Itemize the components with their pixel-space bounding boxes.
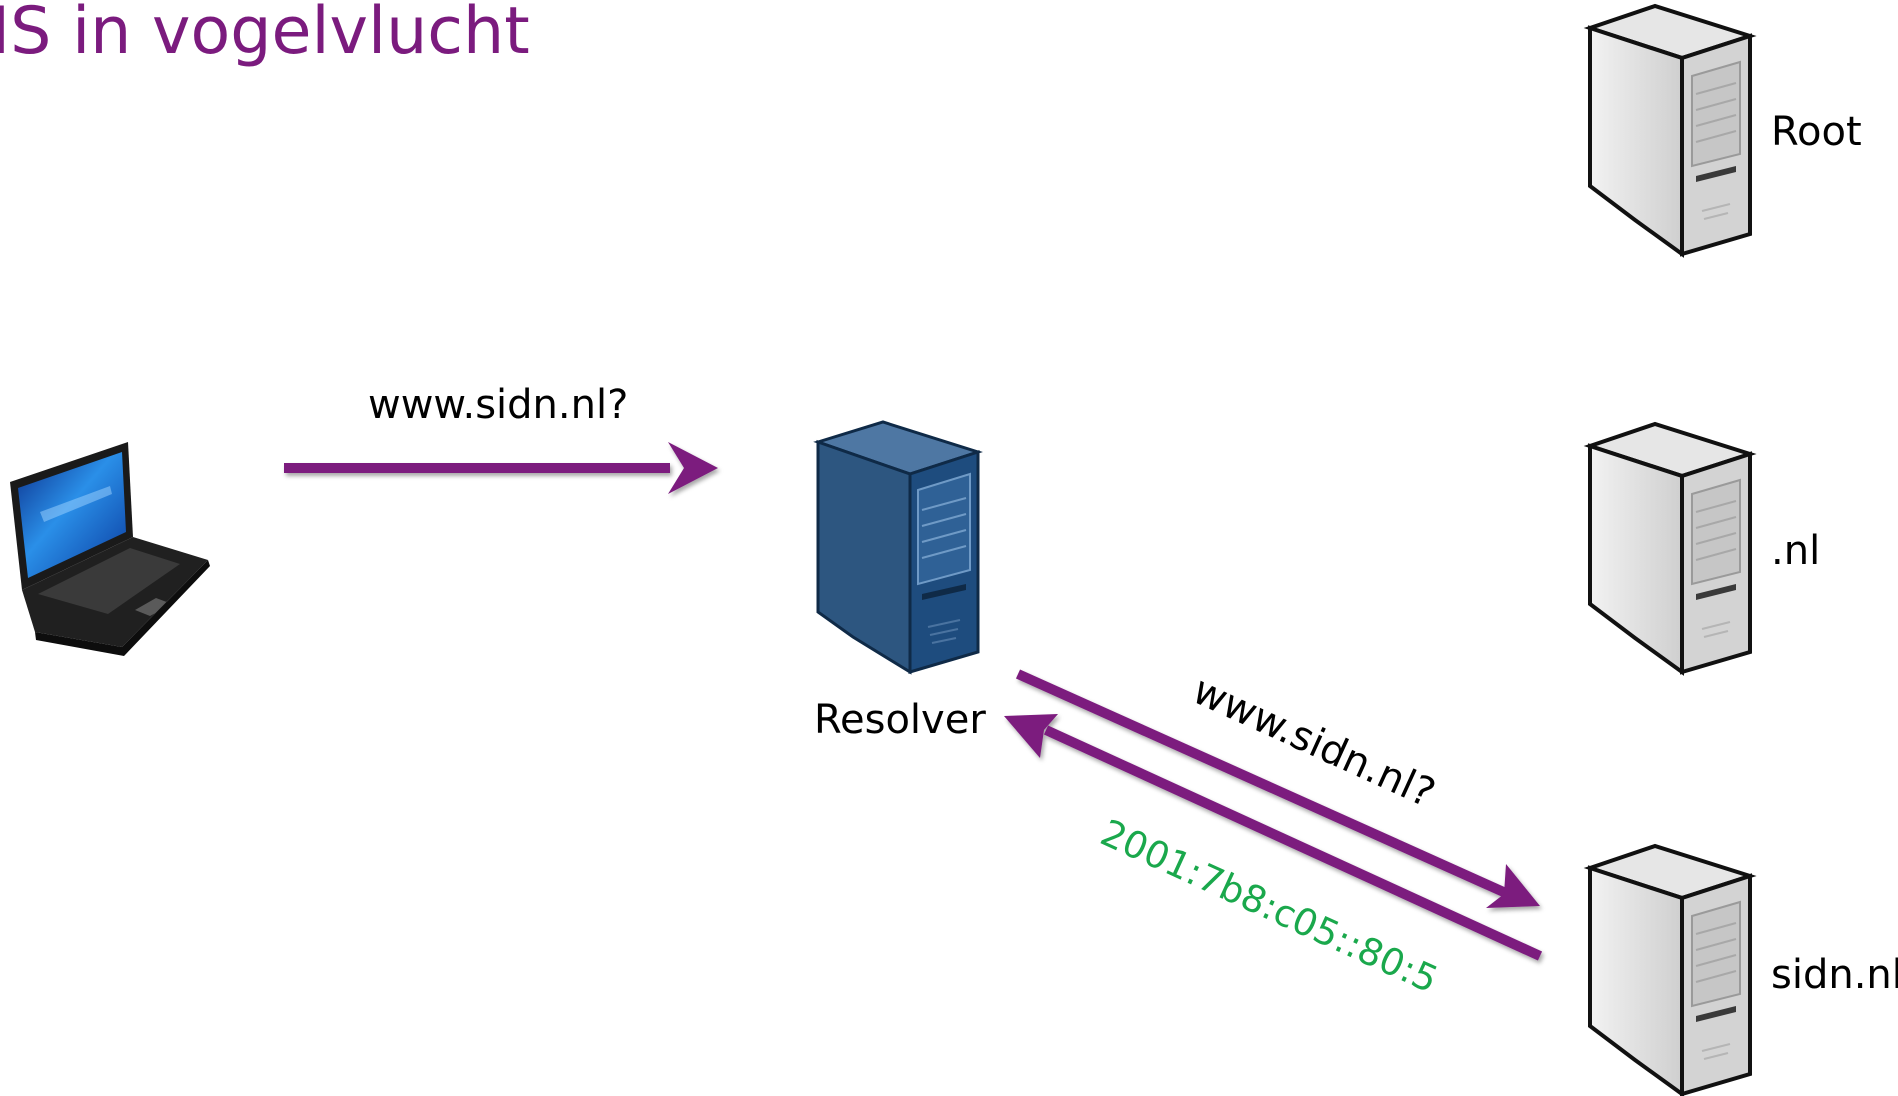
root-server-icon: [1583, 3, 1757, 258]
resolver-label: Resolver: [814, 697, 986, 743]
nl-label: .nl: [1771, 528, 1820, 574]
resolver-server-icon: [813, 420, 983, 675]
answer-arrow: [1004, 714, 1543, 961]
client-query-arrow: [284, 442, 718, 494]
root-label: Root: [1771, 109, 1862, 155]
client-query-label: www.sidn.nl?: [368, 382, 628, 428]
resolver-query-arrow: [1015, 669, 1540, 908]
sidn-label: sidn.nl: [1771, 952, 1898, 998]
resolver-query-label: www.sidn.nl?: [1186, 667, 1442, 817]
laptop-icon: [10, 442, 210, 656]
slide-title: IS in vogelvlucht: [0, 0, 530, 69]
nl-server-icon: [1583, 421, 1757, 676]
sidn-server-icon: [1583, 843, 1757, 1096]
